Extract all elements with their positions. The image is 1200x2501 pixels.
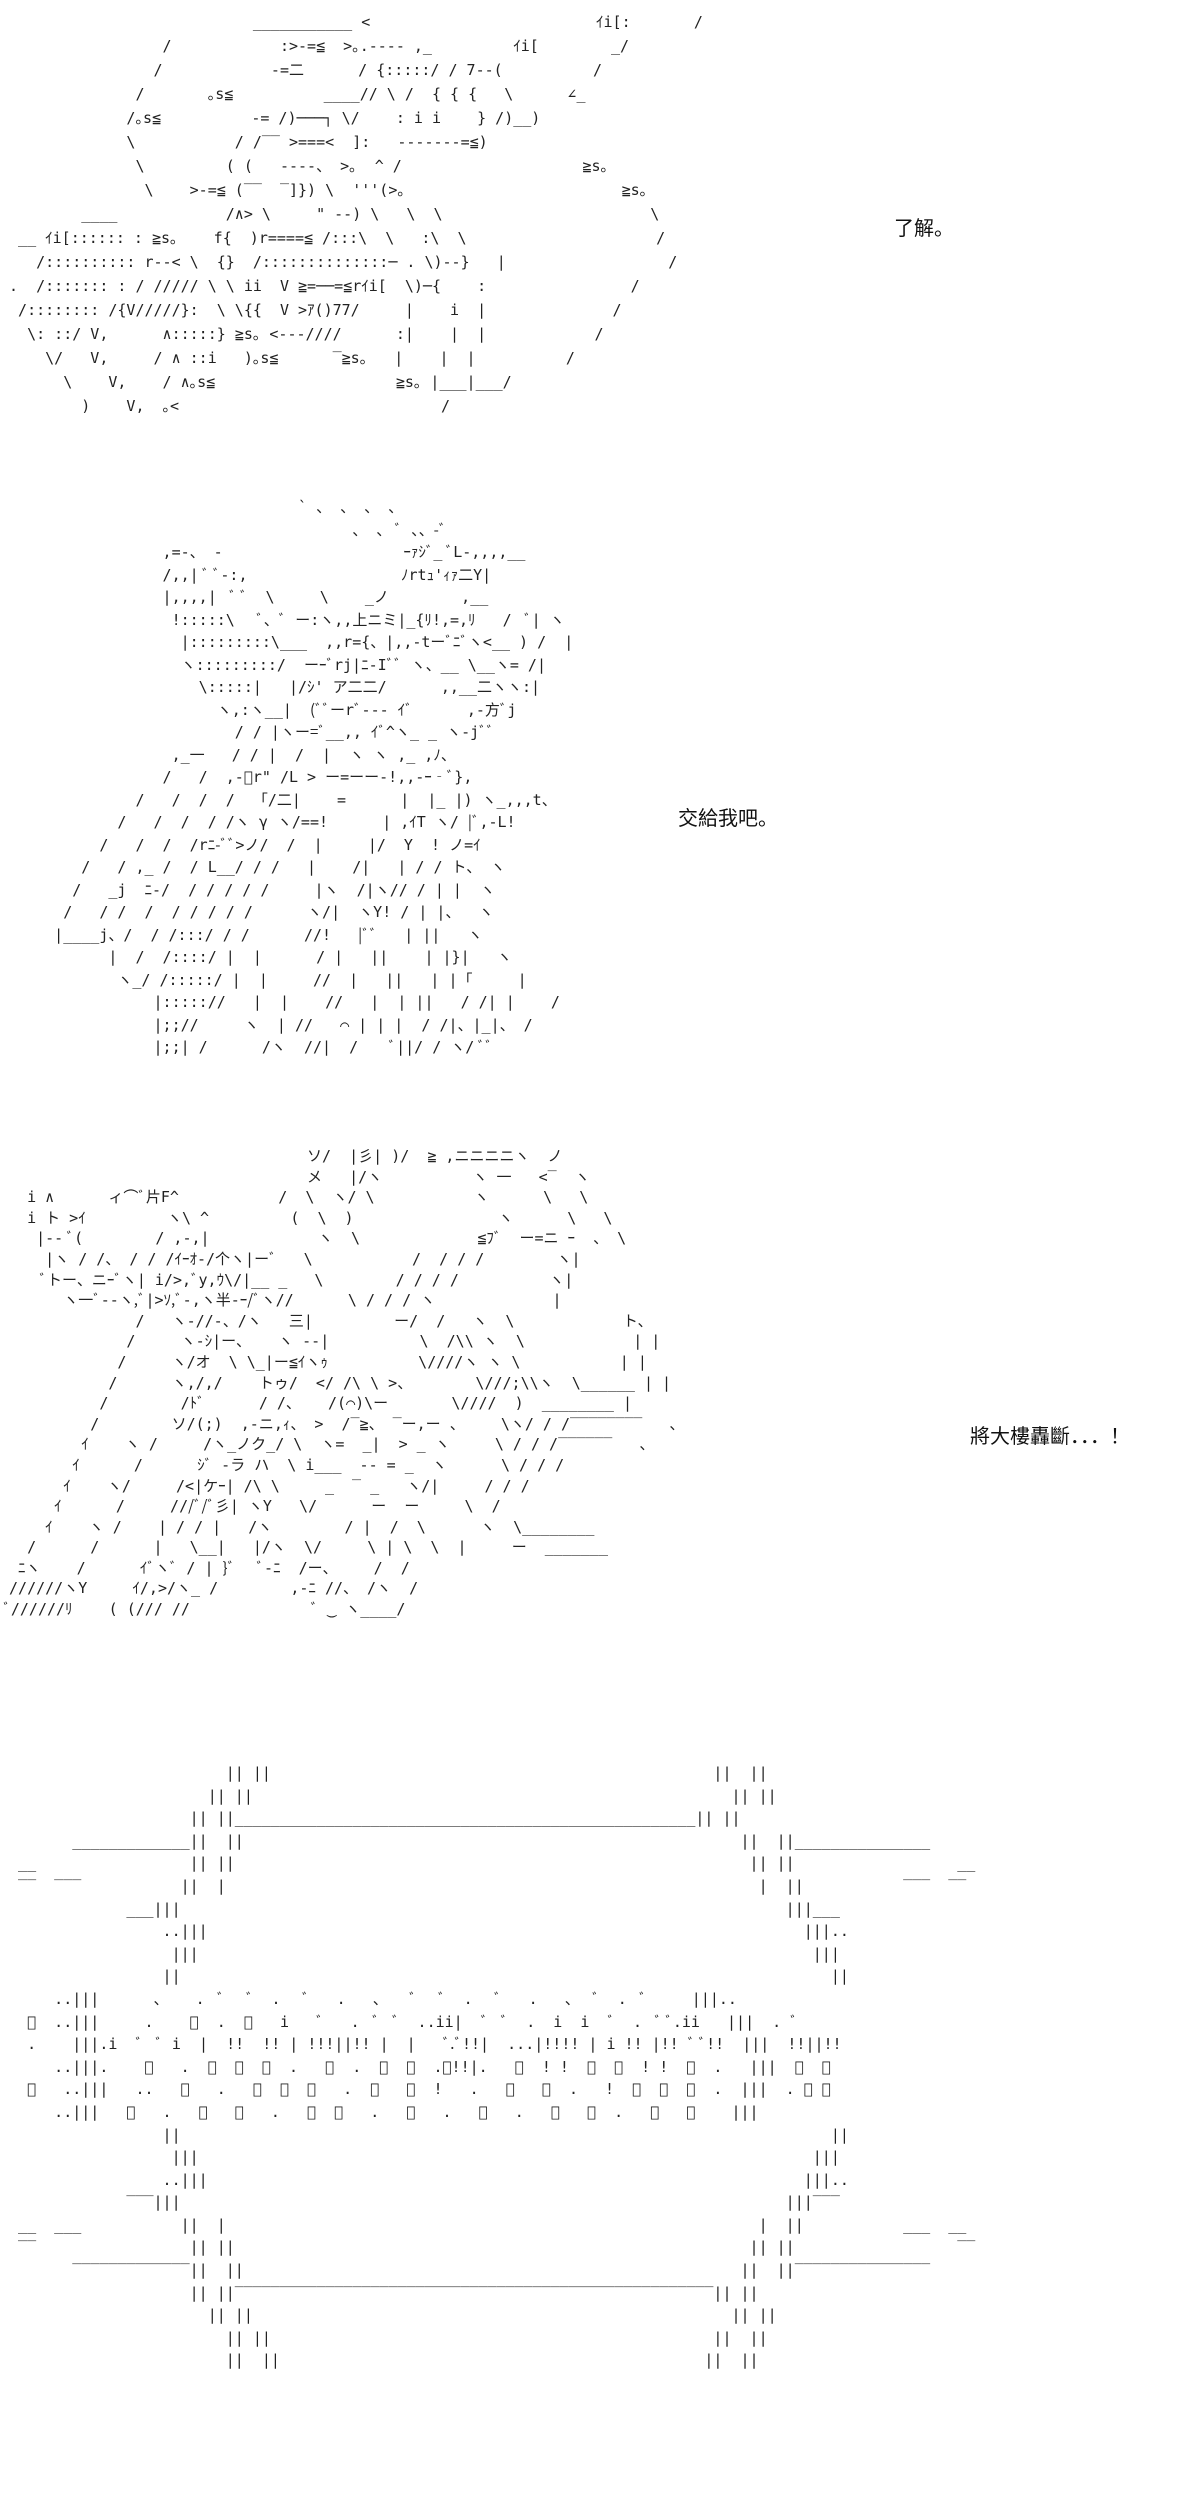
dialogue-caption-2: 交給我吧。 xyxy=(678,806,778,830)
art-line: / / ,_ / / L__/ / / | /| | / / ト、 ヽ xyxy=(0,858,506,876)
art-line: /｡s≦ -= /)───┐ \/ : i i } /)__) xyxy=(0,109,541,127)
art-line: |ヽ / /、 / / /ｲｰｵ-/个ヽ|ーﾞ \ / / / / ヽ| xyxy=(0,1249,581,1268)
art-line: ｲ / ｼﾞ -ラ ハ \ i___ -- = _ ヽ \ / / / xyxy=(0,1455,565,1474)
ascii-art-panel-3: ソ/ |彡| )/ ≧ ,ニニニニヽ ノ メ |/ヽ ヽ 一 <‾ ヽ i ∧ … xyxy=(0,1146,684,1620)
art-line: _____________|| || || ||_______________ xyxy=(0,1831,931,1850)
art-line: __ ___ || | | || ___ __ xyxy=(0,2215,967,2234)
art-line: /,,| ﾞ ﾞ-:, ﾉrtｭ'ｨｧ二Y| xyxy=(0,565,492,584)
art-line: ヽ一ﾞ‐-ヽ,ﾞ|>ｿ,ﾞ-,ヽ半-ｰ/ﾞヽ// \ / / / ヽ | xyxy=(0,1291,562,1310)
art-line: |;;// ヽ | // ⌒ | | | / /|、|_|、 / xyxy=(0,1015,533,1034)
art-line: \: ::/ V, ∧:::::} ≧s｡ <---//// :| | | / xyxy=(0,325,604,343)
art-line: / / / / /ヽ γ ヽ/==! | ,ｲT ヽ/ |ﾞ,-L! xyxy=(0,813,516,831)
art-line: / ヽ/オ \ \_|ー≦ｲヽｩ \////ヽ ヽ \ | | xyxy=(0,1352,647,1371)
art-line: ||| ||| xyxy=(0,1944,840,1963)
art-line: || || || || xyxy=(0,1786,777,1805)
art-line: / ヽ-ｼ|ー、 ヽ --| \ /\\ ヽ \ | | xyxy=(0,1332,661,1351)
art-line: / / ,-ﾞr" /L > ー=ーー-!,,-ｰ‐ﾞ}, xyxy=(0,768,473,786)
art-line: ..||| |||.. xyxy=(0,2170,849,2189)
art-line: ヽ:::::::::/ ーｰﾞrj|ﾆ-Iﾞﾞ ヽ、__ \__ヽ= /| xyxy=(0,655,546,674)
ascii-art-panel-1: ___________ < ｲi[: / / :>-=≦ >｡.---- ,_ … xyxy=(0,10,703,418)
art-line: / :>-=≦ >｡.---- ,_ ｲi[ _/ xyxy=(0,37,630,55)
art-line: |;;| / /ヽ //| / ﾞ||/ / ヽ/ ﾞﾞ xyxy=(0,1038,493,1056)
art-line: ..||| |||.. xyxy=(0,1922,849,1941)
art-line: ___||| |||___ xyxy=(0,1899,840,1918)
art-line: |____j、/ / /:::/ / / //! |ﾞﾞ | || ヽ xyxy=(0,925,483,944)
art-line: \/ V, / ∧ ::i )｡s≦ ‾≧s｡ | | | / xyxy=(0,349,575,367)
art-line: メ |/ヽ ヽ 一 <‾ ヽ xyxy=(0,1167,590,1186)
art-line: / ソ/(;) ,-ニ,ｨ、 > /‾≧、 ‾ー,ー 、 \ヽ/ / /‾‾‾‾… xyxy=(0,1414,685,1433)
art-line: ____ /∧> \ " --) \ \ \ \ xyxy=(0,205,660,223)
art-line: /:::::::: /{V/////}: \ \{{ V >ｱ()77/ | i… xyxy=(0,301,622,319)
art-line: / ヽ,/,/ トゥ/ </ /\ \ >、 \///;\\ヽ \______ … xyxy=(0,1373,672,1392)
art-line: ‾‾ || || || || ‾‾ xyxy=(0,2238,976,2257)
art-line: |:::::::::\___ ,,r={、|,,-tーﾞﾆﾞヽ<__ ) / | xyxy=(0,633,574,651)
art-line: ,=-、 - ｰｧｼﾞ_ ﾞL-,,,,__ xyxy=(0,543,526,561)
art-line: ..|||. ﾞ . ﾞ ﾞ ﾞ . ﾞ . ﾞ ﾞ .ﾞ!!|. ﾞ ! ! … xyxy=(0,2057,831,2076)
art-line: ___________ < ｲi[: / xyxy=(0,13,703,31)
art-line: |-- ﾞ( / ,-,| ヽ \ ≦ﾌﾞ ー=ニ ｰ 、 \ xyxy=(0,1229,627,1248)
art-line: 、 、 ﾞ 、、-ﾞ xyxy=(0,520,447,539)
art-line: ,_一 / / | / | ヽ ヽ ,_ ,ﾉ、 xyxy=(0,745,456,764)
art-line: || || || || xyxy=(0,1764,768,1782)
art-line: ‾‾‾||| |||‾‾‾ xyxy=(0,2193,840,2212)
art-line: \ ( ( ----、 >｡ ^ / ≧s｡ xyxy=(0,157,608,175)
art-line: i ∧ ィ⌒ﾞ片F^ / \ ヽ/ \ ヽ \ \ xyxy=(0,1188,589,1207)
art-line: || || || || xyxy=(0,2328,768,2347)
art-line: ..||| ﾞ . ﾞ ﾞ . ﾞ ﾞ . ﾞ . ﾞ . ﾞ ﾞ . ﾞ ﾞ … xyxy=(0,2102,759,2121)
art-line: \ >-=≦ (‾‾ ‾]}) \ '''(>｡ ≧s｡ xyxy=(0,181,648,199)
ascii-art-panel-2: ` 、 、 、 、 、 、 ﾞ 、、-ﾞ ,=-、 - ｰｧｼﾞ_ ﾞL-,,,… xyxy=(0,496,573,1059)
art-line: / ヽ-//-、/ヽ 三| ー/ / ヽ \ ト、 xyxy=(0,1311,653,1330)
art-line: //////ヽY ｲ/,>/ヽ_ / ,-ﾆ //、 /ヽ / xyxy=(0,1579,419,1598)
art-line: / / / / 「/二| = | |_ |) ヽ_,,,t、 xyxy=(0,790,557,809)
dialogue-caption-3: 將大樓轟斷．．．！ xyxy=(970,1424,1130,1448)
art-line: ` 、 、 、 、 xyxy=(0,498,404,516)
art-line: ソ/ |彡| )/ ≧ ,ニニニニヽ ノ xyxy=(0,1147,563,1165)
art-line: ﾞ ..||| .. ﾞ . ﾞ ﾞ ﾞ . ﾞ ﾞ ! . ﾞ ﾞ . ! ﾞ… xyxy=(0,2080,831,2099)
art-line: ﾞ//////ﾘ ( (/// // ﾞ ‿ ヽ____/ xyxy=(0,1600,406,1619)
art-line: / / | \__| |/ヽ \/ \ | \ \ | ー _______ xyxy=(0,1538,608,1557)
art-line: || || || || xyxy=(0,2351,759,2370)
art-line: __ || || || || __ xyxy=(0,1854,976,1873)
art-line: / / / /rﾆ-ﾞﾞ>ノ/ / | |/ Y ! ノ=ｲ xyxy=(0,835,481,854)
art-line: __ ｲi[:::::: : ≧s｡ f{ )r====≦ /:::\ \ :\… xyxy=(0,229,666,247)
art-line: \ V, / ∧｡s≦ ≧s｡ |___|___/ xyxy=(0,373,512,391)
art-line: ) V, ｡< / xyxy=(0,397,451,415)
art-line: \ / /‾‾ >===< ]: -------=≦) xyxy=(0,133,488,151)
art-line: i ト >ｲ ヽ\ ^ ( \ ) ヽ \ \ xyxy=(0,1208,613,1227)
art-line: ..||| 、 . ﾞ ﾞ . ﾞ . 、 ﾞ ﾞ . ﾞ . 、 ﾞ . ﾞ … xyxy=(0,1989,737,2008)
art-line: /:::::::::: r--< \ {} /::::::::::::::─ .… xyxy=(0,253,678,271)
art-line: ｲ ヽ / /ヽ_ノク_/ \ ヽ= _| > _ ヽ \ / / /‾‾‾‾‾… xyxy=(0,1435,655,1454)
art-line: || || xyxy=(0,1967,849,1986)
art-line: ｲ ヽ/ /<|ケｰ| /\ \ _ ‾ _ ヽ/| / / / xyxy=(0,1476,530,1495)
art-line: || || || || xyxy=(0,2306,777,2325)
art-line: | / /::::/ | | / | || | |}| ヽ xyxy=(0,948,512,966)
art-line: / ｡s≦ ____// \ / { { { \ ∠_ xyxy=(0,85,586,103)
art-line: ‾‾ ‾‾‾ || | | || ‾‾‾ ‾‾ xyxy=(0,1876,967,1895)
art-line: ｲ ヽ / | / / | /ヽ / | / \ ヽ \________ xyxy=(0,1517,595,1536)
art-line: |:::::// | | // | | || / /| | / xyxy=(0,993,560,1011)
art-line: \:::::| |/ｼ' ア二二/ ,,__二ヽヽ:| xyxy=(0,678,541,696)
art-line: ヽ,:ヽ__| (ﾞﾞーrﾞ‐-- ｲﾞ ,-方ﾞj xyxy=(0,700,517,719)
art-line: / _j ﾆ-/ / / / / / |ヽ /|ヽ// / | | ヽ xyxy=(0,880,496,899)
art-line: / / |ヽー=ﾞ__,, ｲﾞ^ヽ_ _ ヽ-jﾞﾞ xyxy=(0,723,495,741)
art-line: ﾞ ..||| . ﾞ . ﾞ i ﾞ . ﾞ ﾞ ..ii| ﾞ ﾞ . i … xyxy=(0,2012,798,2031)
art-line: / / / / / / / / / ヽ/| ヽY! / | |、 ヽ xyxy=(0,903,494,921)
art-line: ﾆヽ / ｲﾞヽﾞ / | }ﾞ ﾞ-ﾆ /ー、 / / xyxy=(0,1558,410,1577)
art-line: . /::::::: : / ///// \ \ ii V ≧=──=≦rｲi[… xyxy=(0,277,640,295)
art-line: ||| ||| xyxy=(0,2148,840,2167)
art-line: !:::::\ ﾞ、ﾞ ー:ヽ,,上ニミ|_{ﾘ!,=,ﾘ / ﾞ| ヽ xyxy=(0,610,565,629)
art-line: / /ﾄﾞ / /、 /(⌒)\ー \//// ) ________ | xyxy=(0,1394,632,1413)
art-line: / -=二 / {:::::/ / 7--( / xyxy=(0,61,602,79)
art-line: ‾‾‾‾‾‾‾‾‾‾‾‾‾|| || || ||‾‾‾‾‾‾‾‾‾‾‾‾‾‾‾ xyxy=(0,2261,931,2280)
ascii-art-panel-4-frame: || || || || || || || || || ||___________… xyxy=(0,1762,975,2372)
dialogue-caption-1: 了解。 xyxy=(894,216,954,240)
art-line: ｲ / ///ﾞ/ﾞ彡| ヽY \/ ー ー \ / xyxy=(0,1497,501,1516)
art-line: . |||.i ﾞ ﾞ i | !! !! | !!!||!! | | ﾞ.ﾞ!… xyxy=(0,2035,842,2054)
art-line: || ||‾‾‾‾‾‾‾‾‾‾‾‾‾‾‾‾‾‾‾‾‾‾‾‾‾‾‾‾‾‾‾‾‾‾‾… xyxy=(0,2283,759,2302)
art-line: || ||___________________________________… xyxy=(0,1809,741,1828)
art-line: ﾞトー、ニｰﾞヽ| i/>,ﾞy,ｳ\/|__ _ \ / / / / ヽ| xyxy=(0,1270,574,1289)
art-line: |,,,,| ﾞ ﾞ \ \ _ノ ,__ xyxy=(0,588,489,606)
art-line: || || xyxy=(0,2125,849,2144)
art-line: ヽ_/ /:::::/ | | // | || | |「 | xyxy=(0,970,527,989)
